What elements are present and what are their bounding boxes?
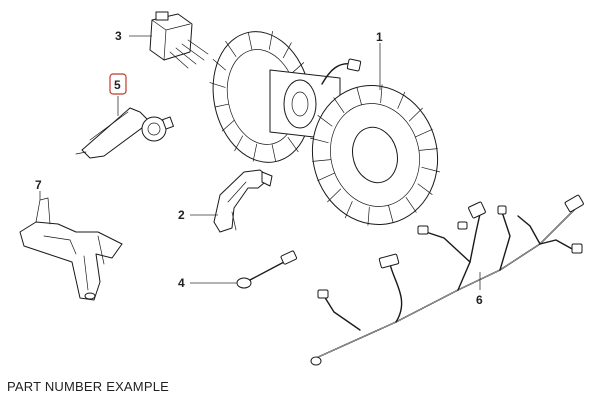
callout-labels: 1 2 3 4 5 6 7 — [35, 29, 483, 307]
part-blower-resistor[interactable] — [149, 11, 209, 69]
caption: PART NUMBER EXAMPLE — [7, 379, 170, 394]
callout-label-7[interactable]: 7 — [35, 178, 42, 192]
callout-label-1[interactable]: 1 — [376, 30, 383, 44]
callout-label-4[interactable]: 4 — [178, 276, 185, 290]
leader-lines — [39, 35, 481, 290]
callout-label-3[interactable]: 3 — [115, 29, 122, 43]
callout-label-5[interactable]: 5 — [114, 78, 121, 92]
callout-label-6[interactable]: 6 — [476, 293, 483, 307]
part-mounting-bracket[interactable] — [213, 169, 273, 233]
callout-5-highlight-box — [109, 73, 127, 95]
part-housing-bracket[interactable] — [19, 197, 123, 301]
part-wiring-harness[interactable] — [310, 194, 584, 366]
callout-label-2[interactable]: 2 — [178, 208, 185, 222]
part-blower-motor-assembly[interactable] — [201, 22, 453, 238]
part-actuator-motor[interactable] — [75, 107, 174, 159]
part-sensor-lead[interactable] — [236, 250, 298, 289]
